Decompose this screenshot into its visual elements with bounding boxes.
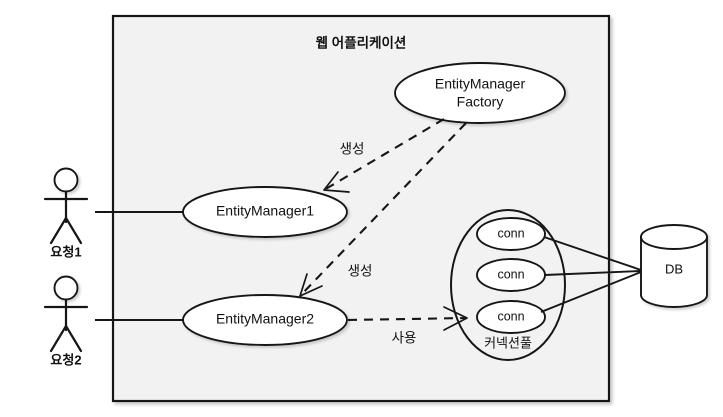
node-entitymanager-1[interactable]: EntityManager1 [182,186,348,238]
database-label: DB [665,261,683,276]
actor-leg-left [49,324,68,353]
actor-label: 요청2 [50,352,81,367]
conn1-ellipse [476,217,546,251]
edge-entitymanager2-uses-connection: 사용 [347,306,468,346]
edge-label-usage: 사용 [392,331,417,346]
entitymanager1-label: EntityManager1 [216,203,314,219]
database-body [640,236,708,308]
edge-conn3-to-database [540,271,642,313]
node-entitymanager-factory[interactable]: EntityManager Factory [394,62,566,124]
actor-leg-left [49,216,68,245]
entitymanager-factory-label-line1: EntityManager [435,76,526,92]
connection-item-2[interactable]: conn [476,258,546,292]
node-entitymanager-2[interactable]: EntityManager2 [182,294,348,346]
edge-factory-creates-entitymanager1: 생성 [323,118,445,193]
arrow-head-icon [323,171,350,193]
entitymanager1-ellipse [182,186,348,238]
conn2-label: conn [497,267,524,281]
entitymanager-factory-ellipse [394,62,566,124]
connection-pool-ellipse [450,209,566,361]
database-top [640,224,708,250]
entitymanager2-ellipse [182,294,348,346]
edge-line [347,316,468,322]
actor-head-icon [53,167,79,193]
actor-requester-2[interactable]: 요청2 [43,275,89,368]
conn3-label: conn [497,309,524,323]
edge-line [323,118,445,191]
database-cylinder[interactable]: DB [640,224,708,308]
actor-requester-1[interactable]: 요청1 [43,167,89,260]
edge-label-creation-1: 생성 [340,142,365,157]
edge-factory-creates-entitymanager2: 생성 [299,122,467,297]
boundary-title: 웹 어플리케이션 [316,35,407,51]
connection-item-1[interactable]: conn [476,217,546,251]
actor-leg-right [64,324,83,353]
actor-leg-right [64,216,83,245]
arrow-head-icon [299,273,323,297]
edge-conn2-to-database [544,270,642,276]
connection-pool-label: 커넥션풀 [484,335,532,350]
actor-label: 요청1 [50,244,81,259]
edge-conn1-to-database [543,236,642,271]
entitymanager2-label: EntityManager2 [216,311,314,327]
edge-label-creation-2: 생성 [348,264,373,279]
edge-line [299,122,467,297]
entitymanager-factory-label-line2: Factory [457,94,504,110]
conn3-ellipse [476,300,546,334]
connection-pool[interactable]: 커넥션풀 conn conn conn [450,209,566,361]
connection-item-3[interactable]: conn [476,300,546,334]
actor-head-icon [53,275,79,301]
conn1-label: conn [497,226,524,240]
